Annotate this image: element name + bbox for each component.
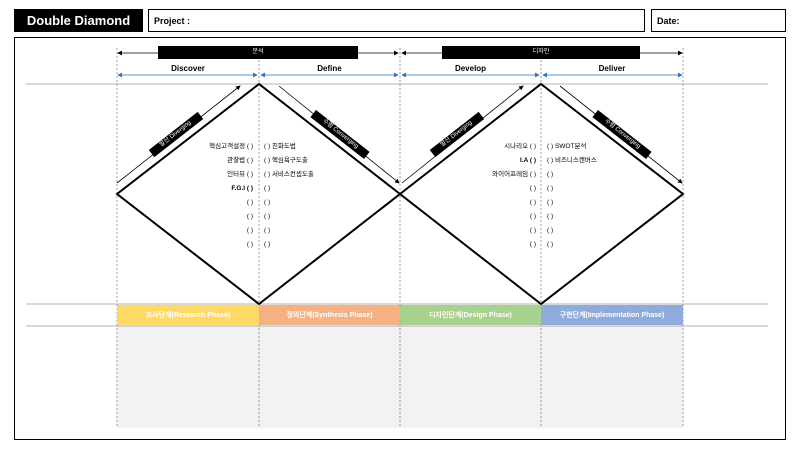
- canvas-frame: [14, 37, 786, 440]
- list-item[interactable]: 시나리오 ( ): [504, 143, 536, 150]
- list-item[interactable]: ( ): [246, 199, 253, 206]
- list-item[interactable]: 와이어프레임 ( ): [492, 171, 536, 178]
- list-item[interactable]: ( ) 친화도법: [264, 143, 296, 150]
- list-item[interactable]: ( ): [246, 241, 253, 248]
- app-title: Double Diamond: [14, 9, 143, 32]
- list-item[interactable]: F.G.I ( ): [231, 185, 253, 192]
- list-item[interactable]: ( ): [547, 199, 554, 206]
- list-item[interactable]: ( ): [529, 227, 536, 234]
- list-item[interactable]: ( ): [547, 227, 554, 234]
- list-item[interactable]: ( ): [547, 213, 554, 220]
- list-item[interactable]: ( ): [264, 227, 271, 234]
- stage-implementation: 구현단계(Implementation Phase): [541, 305, 683, 325]
- vertical-guides: [116, 48, 684, 428]
- list-item[interactable]: ( ): [529, 213, 536, 220]
- diagonal-arrows: [116, 85, 683, 184]
- list-item[interactable]: ( ) SWOT분석: [547, 143, 587, 150]
- list-item[interactable]: 인터뷰 ( ): [227, 171, 253, 178]
- project-field[interactable]: Project :: [148, 9, 645, 32]
- stage-design: 디자인단계(Design Phase): [400, 305, 541, 325]
- phase-deliver: Deliver: [598, 64, 626, 73]
- date-field[interactable]: Date:: [651, 9, 786, 32]
- list-item[interactable]: ( ): [547, 171, 554, 178]
- list-item[interactable]: ( ): [264, 199, 271, 206]
- second-diamond: [398, 82, 685, 306]
- list-item[interactable]: ( ) 비즈니스캔버스: [547, 157, 597, 164]
- phase-develop: Develop: [454, 64, 487, 73]
- first-diamond: [115, 82, 402, 306]
- list-item[interactable]: ( ): [246, 213, 253, 220]
- design-bar: 디자인: [442, 46, 640, 59]
- list-item[interactable]: ( ): [264, 241, 271, 248]
- date-label: Date:: [657, 15, 680, 26]
- list-item[interactable]: ( ): [547, 185, 554, 192]
- list-item[interactable]: 핵심고객설정 ( ): [209, 143, 253, 150]
- list-item[interactable]: ( ) 핵심욕구도출: [264, 157, 308, 164]
- analysis-bar: 분석: [158, 46, 358, 59]
- stage-research: 조사단계(Research Phase): [117, 305, 259, 325]
- list-item[interactable]: ( ) 서비스컨셉도출: [264, 171, 314, 178]
- phase-discover: Discover: [171, 64, 205, 73]
- list-item[interactable]: ( ): [529, 199, 536, 206]
- list-item[interactable]: ( ): [547, 241, 554, 248]
- stage-synthesis: 정의단계(Synthesis Phase): [259, 305, 400, 325]
- list-item[interactable]: ( ): [264, 213, 271, 220]
- list-item[interactable]: I.A ( ): [519, 157, 536, 164]
- phase-define: Define: [317, 64, 342, 73]
- project-label: Project :: [154, 15, 191, 26]
- list-item[interactable]: 관찰법 ( ): [227, 157, 253, 164]
- list-item[interactable]: ( ): [246, 227, 253, 234]
- list-item[interactable]: ( ): [264, 185, 271, 192]
- list-item[interactable]: ( ): [529, 185, 536, 192]
- list-item[interactable]: ( ): [529, 241, 536, 248]
